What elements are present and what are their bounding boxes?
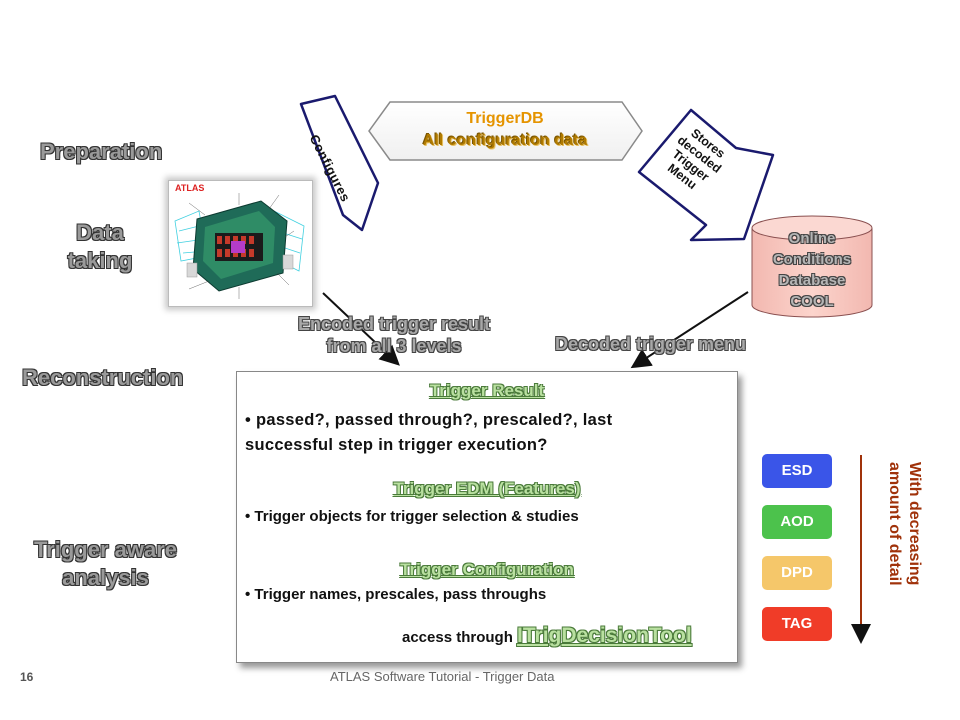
- trigger-edm-line: Trigger objects for trigger selection & …: [254, 508, 579, 525]
- trigger-config-line: Trigger names, prescales, pass throughs: [254, 586, 547, 603]
- triggerdb-shape: [368, 101, 643, 161]
- trigger-result-line2: successful step in trigger execution?: [245, 436, 548, 454]
- stage-preparation: Preparation: [40, 139, 163, 164]
- database-label: Online Conditions Database COOL: [752, 228, 872, 312]
- format-badge-dpd: DPD: [762, 556, 832, 590]
- format-badge-aod: AOD: [762, 505, 832, 539]
- decoded-caption: Decoded trigger menu: [555, 334, 747, 354]
- triggerdb-subtitle: All configuration data: [422, 132, 588, 149]
- trigger-result-text: • passed?, passed through?, prescaled?, …: [245, 408, 725, 458]
- atlas-detector-image: ATLAS: [168, 180, 313, 307]
- detail-line2: amount of detail: [886, 462, 903, 586]
- stage-analysis: Trigger aware analysis: [18, 536, 193, 592]
- encoded-caption: Encoded trigger result from all 3 levels: [278, 313, 510, 357]
- database-line4: COOL: [790, 293, 834, 310]
- database-line2: Conditions: [772, 251, 852, 268]
- stage-analysis-line2: analysis: [62, 565, 149, 590]
- itrigdecisiontool-label: ITrigDecisionTool: [517, 624, 692, 647]
- trigger-config-text: • Trigger names, prescales, pass through…: [245, 586, 546, 603]
- trigger-info-box: Trigger Result • passed?, passed through…: [236, 371, 738, 663]
- stage-data-taking-line1: Data: [76, 220, 124, 245]
- bullet-dot: •: [245, 508, 255, 525]
- format-badge-tag: TAG: [762, 607, 832, 641]
- trigger-result-line1: passed?, passed through?, prescaled?, la…: [255, 411, 613, 429]
- footer-title: ATLAS Software Tutorial - Trigger Data: [330, 669, 555, 684]
- stage-data-taking-line2: taking: [67, 248, 133, 273]
- detector-label: ATLAS: [175, 183, 205, 193]
- detail-label: With decreasing amount of detail: [878, 460, 926, 630]
- trigger-edm-heading: Trigger EDM (Features): [393, 479, 581, 498]
- bullet-dot: •: [245, 586, 255, 603]
- detector-drawing: [174, 193, 305, 299]
- stage-reconstruction: Reconstruction: [22, 365, 184, 390]
- stage-data-taking: Data taking: [60, 219, 140, 275]
- decoded-arrow: [630, 291, 749, 369]
- trigger-result-heading: Trigger Result: [429, 381, 545, 400]
- triggerdb: TriggerDB All configuration data: [368, 101, 642, 161]
- encoded-caption-line1: Encoded trigger result: [297, 314, 491, 334]
- database-line3: Database: [778, 272, 846, 289]
- database-cylinder: [751, 215, 873, 318]
- trigger-edm-text: • Trigger objects for trigger selection …: [245, 508, 579, 525]
- encoded-caption-line2: from all 3 levels: [326, 336, 462, 356]
- bullet-dot: •: [245, 411, 256, 429]
- triggerdb-title: TriggerDB: [466, 110, 544, 127]
- access-prefix: access through: [402, 629, 518, 646]
- database-line1: Online: [788, 230, 836, 247]
- format-badge-esd: ESD: [762, 454, 832, 488]
- stage-analysis-line1: Trigger aware: [33, 537, 178, 562]
- access-line: access through ITrigDecisionTool: [402, 624, 692, 648]
- detail-line1: With decreasing: [906, 462, 923, 586]
- stores-arrow: [637, 108, 775, 242]
- encoded-arrow: [322, 292, 400, 366]
- configures-arrow: [299, 94, 380, 232]
- page-number: 16: [20, 670, 34, 684]
- trigger-config-heading: Trigger Configuration: [400, 560, 574, 579]
